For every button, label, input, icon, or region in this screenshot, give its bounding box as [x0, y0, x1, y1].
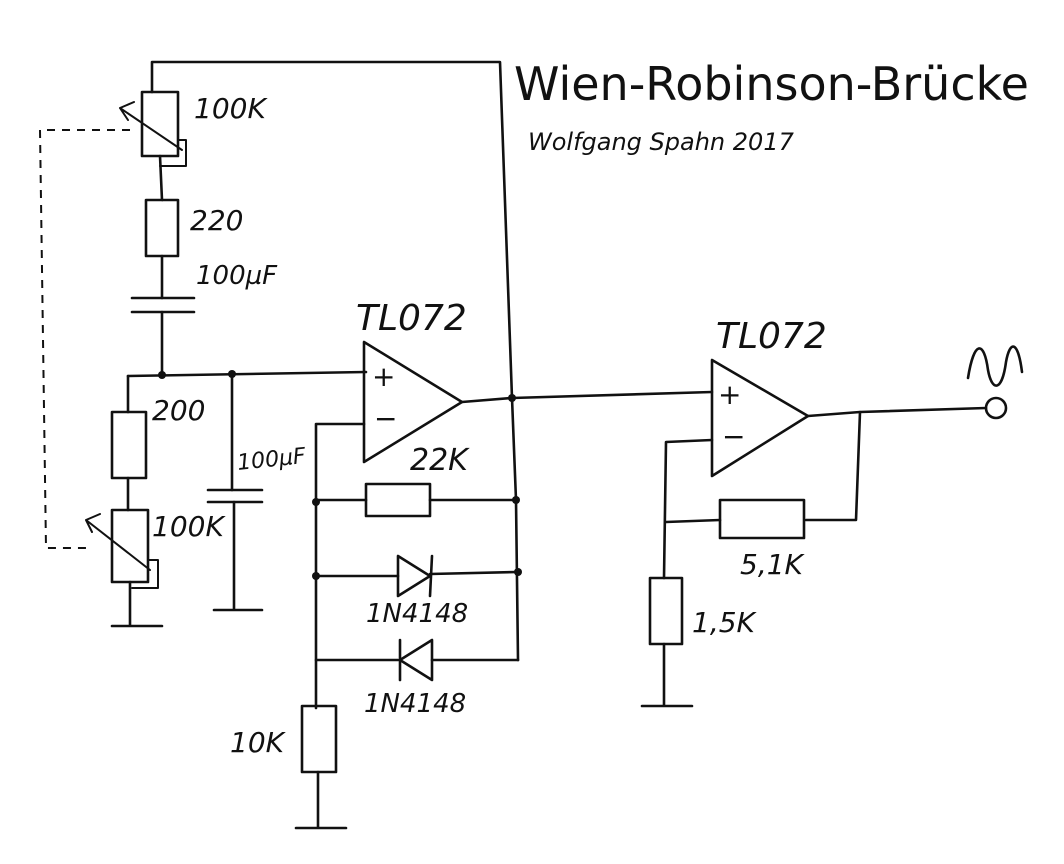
diode-1-label: 1N4148	[366, 599, 468, 629]
opamp-2	[710, 358, 810, 478]
diagram-title: Wien-Robinson-Brücke	[514, 57, 1029, 111]
opamp-2-minus: −	[722, 420, 745, 453]
ground-10k	[294, 770, 348, 830]
sine-wave-icon	[966, 345, 1024, 387]
junction-dot	[312, 498, 320, 506]
junction-dot	[158, 371, 166, 379]
pot-top-label: 100K	[194, 92, 268, 125]
opamp-1-plus: +	[372, 360, 395, 393]
opamp-2-label: TL072	[716, 316, 827, 357]
output-wire-1	[460, 390, 714, 404]
non-inverting-input-wire	[126, 370, 368, 378]
ground-mid	[212, 500, 264, 612]
junction-dot	[514, 568, 522, 576]
junction-dot	[512, 496, 520, 504]
resistor-1k5	[648, 576, 684, 646]
pot-bottom	[85, 508, 159, 589]
pot-bottom-label: 100K	[152, 510, 226, 543]
resistor-220	[144, 198, 180, 258]
inverting-input-wire-2	[662, 438, 714, 580]
ground-left	[110, 580, 164, 628]
wire	[664, 518, 722, 524]
wire	[314, 570, 520, 578]
output-terminal	[984, 396, 1008, 420]
output-wire-2	[806, 406, 988, 418]
resistor-5k1-label: 5,1K	[740, 548, 806, 581]
capacitor-mid	[206, 488, 264, 504]
ganged-pot-link	[38, 129, 130, 549]
capacitor-top-label: 100µF	[196, 261, 278, 291]
resistor-10k	[300, 704, 338, 774]
feedback-rail-right	[510, 396, 520, 662]
opamp-1-minus: −	[374, 402, 397, 435]
opamp-1-label: TL072	[356, 298, 467, 339]
resistor-22k	[364, 482, 432, 518]
opamp-1	[362, 340, 464, 464]
resistor-220-label: 220	[190, 204, 243, 237]
diode-2-label: 1N4148	[364, 689, 466, 719]
inverting-input-wire	[314, 422, 366, 710]
capacitor-top	[130, 296, 196, 314]
diode-1	[396, 554, 434, 598]
resistor-1k5-label: 1,5K	[692, 606, 758, 639]
wire	[158, 154, 164, 202]
resistor-10k-label: 10K	[230, 726, 287, 759]
opamp-2-plus: +	[718, 378, 741, 411]
junction-dot	[312, 572, 320, 580]
capacitor-mid-label: 100µF	[236, 444, 307, 476]
diode-2	[398, 638, 434, 682]
resistor-200-label: 200	[152, 394, 205, 427]
resistor-5k1	[718, 498, 806, 540]
feedback-wire-2	[804, 410, 862, 522]
resistor-200	[110, 410, 148, 480]
author-credit: Wolfgang Spahn 2017	[528, 128, 795, 156]
feedback-wire-top	[150, 60, 514, 400]
ground-1k5	[640, 642, 694, 708]
resistor-22k-label: 22K	[410, 443, 470, 478]
